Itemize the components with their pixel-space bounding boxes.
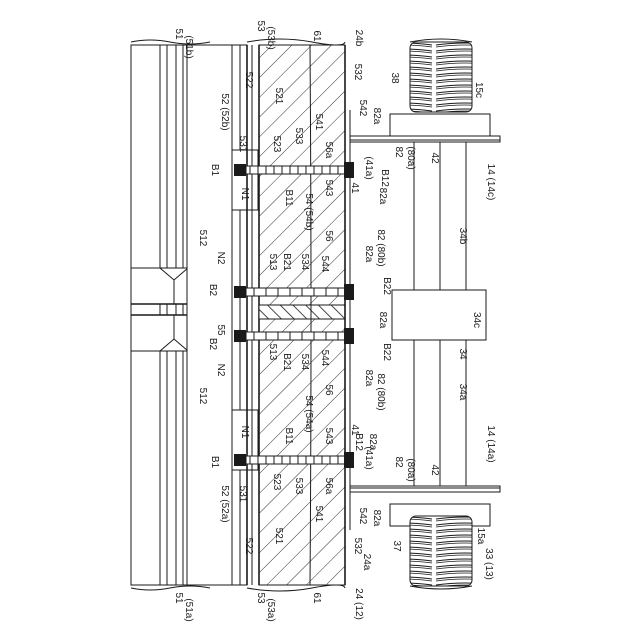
ref-label: (41a) [363, 446, 374, 469]
ref-label: B2 [207, 284, 218, 297]
ref-label: 513 [267, 344, 278, 361]
ref-label: 82a [363, 246, 374, 263]
ref-label: 541 [313, 114, 324, 131]
ref-label: 41 [349, 182, 360, 194]
ref-label: B11 [283, 189, 294, 206]
ref-label: (53b) [265, 26, 276, 49]
ref-label: 82a [377, 188, 388, 205]
ref-label: B22 [381, 343, 392, 361]
ref-label: 34c [471, 312, 482, 328]
ref-label: 532 [352, 64, 363, 81]
ref-label: B12 [353, 433, 364, 451]
ref-label: 54 (54a) [303, 395, 314, 432]
ref-label: B21 [281, 253, 292, 271]
ref-label: 513 [267, 254, 278, 271]
ref-label: 82a [377, 312, 388, 329]
ref-label: (80a) [405, 458, 416, 481]
ref-label: 51 [173, 28, 184, 40]
ref-label: 523 [271, 136, 282, 153]
ref-label: 56a [323, 478, 334, 495]
ref-label: 534 [299, 254, 310, 271]
ref-label: 42 [429, 152, 440, 164]
ref-label: 82a [371, 510, 382, 527]
ref-label: 51 [173, 592, 184, 604]
ref-label: 543 [323, 180, 334, 197]
ref-label: 53 [255, 20, 266, 32]
ref-label: 34a [457, 384, 468, 401]
ref-label: B11 [283, 427, 294, 444]
ref-label: B22 [381, 277, 392, 295]
ref-label: 522 [243, 538, 254, 555]
ref-label: 533 [293, 478, 304, 495]
ref-label: 82a [363, 370, 374, 387]
ref-label: 15c [473, 82, 484, 98]
ref-label: 544 [319, 350, 330, 367]
block-53-54 [247, 39, 350, 591]
ref-label: 34 [457, 348, 468, 360]
ref-label: N1 [239, 426, 250, 439]
ref-label: 15a [475, 528, 486, 545]
ref-label: 42 [429, 464, 440, 476]
ref-label: 56 [323, 230, 334, 242]
ref-label: 34b [457, 228, 468, 245]
ref-label: 541 [313, 506, 324, 523]
ref-label: 521 [273, 528, 284, 545]
ref-label: N2 [215, 364, 226, 377]
ref-label: N1 [239, 188, 250, 201]
ref-label: 52 (52b) [219, 93, 230, 130]
ref-label: 82 [393, 146, 404, 158]
ref-label: B21 [281, 353, 292, 371]
ref-label: 512 [197, 230, 208, 247]
ref-label: 82 (80b) [375, 229, 386, 266]
ref-label: 24a [361, 554, 372, 571]
ref-label: 543 [323, 428, 334, 445]
ref-label: 512 [197, 388, 208, 405]
ref-label: N2 [215, 252, 226, 265]
ref-label: 14 (14a) [485, 425, 496, 462]
ref-label: 532 [352, 538, 363, 555]
ref-label: 534 [299, 354, 310, 371]
ref-label: B12 [379, 169, 390, 187]
ref-label: 55 [215, 324, 226, 336]
ref-label: 24b [353, 30, 364, 47]
ref-label: 56a [323, 142, 334, 159]
ref-label: (51a) [183, 598, 194, 621]
ref-label: 37 [391, 540, 402, 552]
ref-label: 521 [273, 88, 284, 105]
ref-label: B1 [209, 164, 220, 177]
ref-label: 53 [255, 592, 266, 604]
ref-label: 533 [293, 128, 304, 145]
ref-label: 542 [357, 508, 368, 525]
ref-label: 14 (14c) [485, 164, 496, 201]
ref-label: (41a) [363, 156, 374, 179]
ref-label: 52 (52a) [219, 485, 230, 522]
ref-label: 54 (54b) [303, 193, 314, 230]
ref-label: (53a) [265, 598, 276, 621]
ref-label: (80a) [405, 146, 416, 169]
ref-label: 24 (12) [353, 588, 364, 620]
ref-label: 82a [371, 108, 382, 125]
ref-label: 61 [311, 592, 322, 604]
ref-label: 544 [319, 256, 330, 273]
ref-label: 531 [237, 486, 248, 503]
ref-label: 522 [243, 72, 254, 89]
ref-label: 82 [393, 456, 404, 468]
ref-label: 61 [311, 30, 322, 42]
ref-label: 523 [271, 474, 282, 491]
ref-label: 56 [323, 384, 334, 396]
ref-label: 38 [389, 72, 400, 84]
ref-label: B2 [207, 338, 218, 351]
ref-label: B1 [209, 456, 220, 469]
ref-label: 531 [237, 136, 248, 153]
ref-label: 82 (80b) [375, 373, 386, 410]
ref-label: 33 (13) [483, 548, 494, 580]
ref-label: 542 [357, 100, 368, 117]
ref-label: (51b) [183, 35, 194, 58]
